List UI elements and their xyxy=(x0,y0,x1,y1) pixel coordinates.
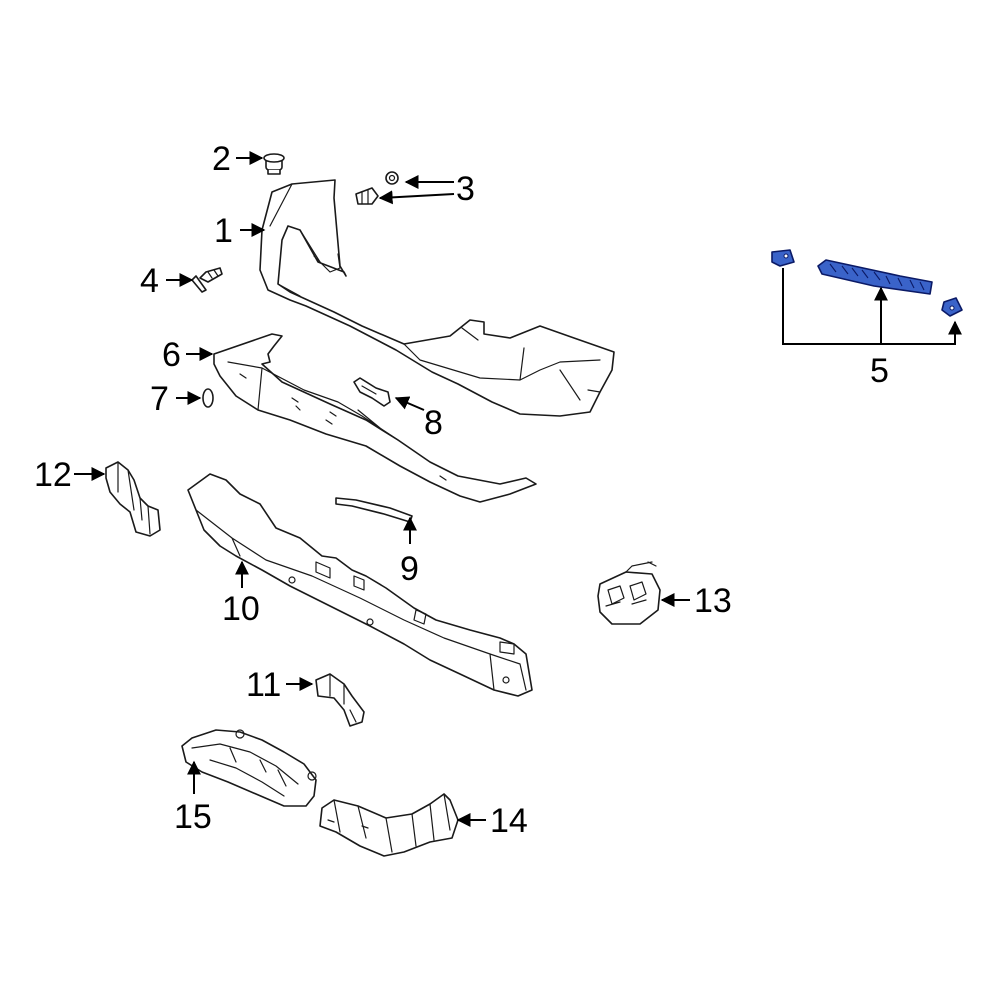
part-5-bumper-bracket-set[interactable] xyxy=(771,249,963,317)
callout-1: 1 xyxy=(214,212,233,250)
callout-7: 7 xyxy=(150,380,169,418)
callout-11: 11 xyxy=(246,666,281,704)
callout-14: 14 xyxy=(490,802,528,840)
part-2-clip[interactable] xyxy=(263,153,285,175)
callout-6: 6 xyxy=(162,336,181,374)
callout-9: 9 xyxy=(400,550,419,588)
callout-labels: 1 2 3 4 5 6 7 8 9 10 11 12 13 14 15 xyxy=(34,140,889,840)
callout-2: 2 xyxy=(212,140,231,178)
part-3-screw-washer[interactable] xyxy=(355,171,399,205)
part-15-under-cover[interactable] xyxy=(181,729,317,807)
part-9-trim-strip[interactable] xyxy=(335,497,413,523)
callout-3: 3 xyxy=(456,170,475,208)
part-14-lower-deflector[interactable] xyxy=(319,793,459,857)
part-12-bracket[interactable] xyxy=(105,461,161,537)
leader-lines xyxy=(74,151,962,827)
part-6-lower-valance[interactable] xyxy=(213,333,537,503)
part-4-screw[interactable] xyxy=(191,267,223,293)
part-10-reinforcement-beam[interactable] xyxy=(187,473,533,697)
callout-13: 13 xyxy=(694,582,732,620)
callout-4: 4 xyxy=(140,262,159,300)
part-13-sensor[interactable] xyxy=(597,561,661,625)
part-8-bracket[interactable] xyxy=(353,377,391,407)
callout-12: 12 xyxy=(34,456,72,494)
callout-10: 10 xyxy=(222,590,260,628)
callout-8: 8 xyxy=(424,404,443,442)
callout-5: 5 xyxy=(870,352,889,390)
part-7-grommet[interactable] xyxy=(202,388,214,408)
callout-15: 15 xyxy=(174,798,212,836)
part-11-bracket[interactable] xyxy=(315,673,365,727)
part-1-bumper-cover[interactable] xyxy=(259,179,615,417)
